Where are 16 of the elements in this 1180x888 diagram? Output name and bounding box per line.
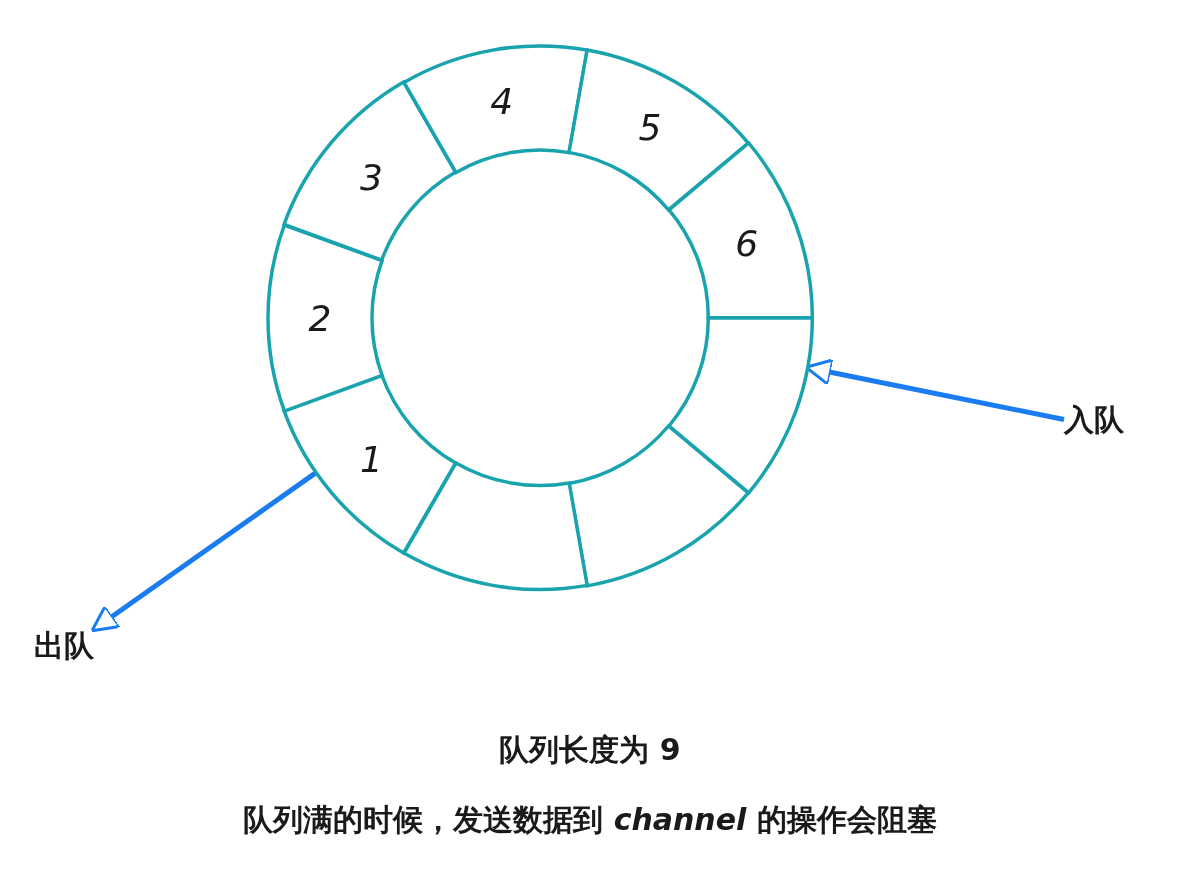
slot-number: 5 — [638, 106, 662, 148]
ring-segment — [402, 461, 590, 592]
queue-operation-label: 入队 — [1064, 400, 1124, 441]
ring-segment — [666, 316, 814, 495]
caption-text: 队列长度为 9 — [499, 732, 681, 767]
ring-segment — [282, 80, 458, 263]
caption-text: 队列满的时候，发送数据到 channel 的操作会阻塞 — [243, 802, 937, 837]
queue-operation-label: 出队 — [34, 626, 94, 667]
slot-number: 1 — [360, 438, 383, 480]
ring-segment — [666, 141, 814, 320]
slot-number: 2 — [308, 297, 332, 339]
ring-segment — [567, 48, 751, 212]
slot-number: 4 — [490, 80, 514, 122]
slot-number: 3 — [360, 156, 383, 198]
arrow — [90, 471, 317, 633]
slot-number: 6 — [735, 222, 759, 264]
